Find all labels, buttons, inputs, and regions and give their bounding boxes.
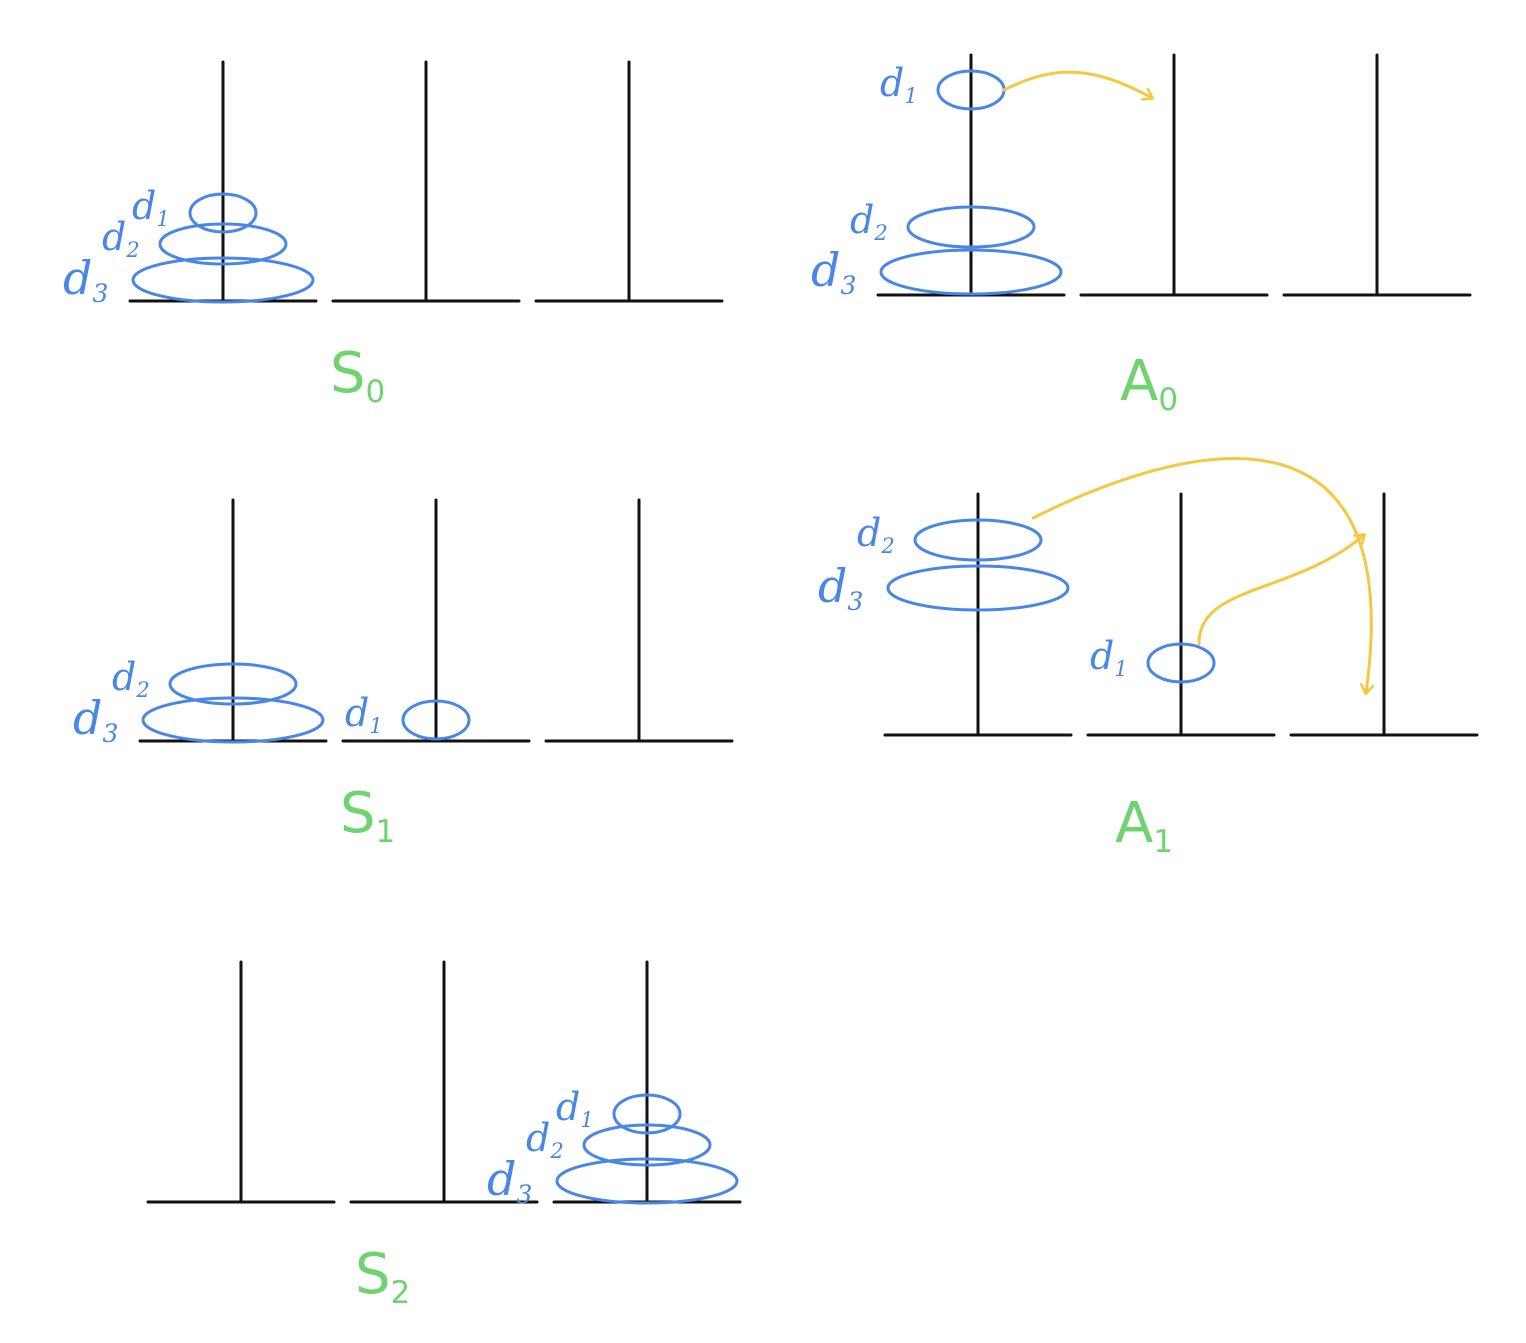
disk-label-d3: d3 <box>818 559 863 616</box>
move-arrow-d1 <box>1197 535 1364 646</box>
disk-d2 <box>906 205 1036 249</box>
disk-label-d1: d1 <box>556 1085 594 1132</box>
panel-label-a0: A0 <box>1120 349 1178 418</box>
disk-d1 <box>612 1093 682 1135</box>
disk-label-d2: d2 <box>102 215 140 262</box>
panel-label-a1: A1 <box>1115 791 1173 860</box>
disk-d1 <box>188 192 258 234</box>
disk-label-d2: d2 <box>850 198 888 245</box>
move-arrow-d2 <box>1031 457 1371 693</box>
disk-label-d2: d2 <box>857 511 895 558</box>
disk-label-d3: d3 <box>811 243 856 300</box>
disk-d1 <box>401 699 471 741</box>
disk-label-d1: d1 <box>1090 634 1128 681</box>
panel-label-s2: S2 <box>355 1242 410 1311</box>
disk-d2 <box>158 222 288 266</box>
disk-d2 <box>168 662 298 706</box>
disk-d3 <box>886 564 1070 612</box>
disk-label-d3: d3 <box>73 691 118 748</box>
disk-label-d3: d3 <box>63 251 108 308</box>
disk-d3 <box>141 696 325 744</box>
disk-label-d1: d1 <box>345 691 383 738</box>
panel-label-s0: S0 <box>330 341 385 410</box>
disk-label-d2: d2 <box>526 1116 564 1163</box>
disk-d2 <box>913 518 1043 562</box>
disk-label-d2: d2 <box>112 655 150 702</box>
disk-d3 <box>879 248 1063 296</box>
disk-d3 <box>555 1157 739 1205</box>
disk-d2 <box>582 1123 712 1167</box>
panel-label-s1: S1 <box>340 781 395 850</box>
move-arrow-d1 <box>1002 70 1152 98</box>
disk-label-d3: d3 <box>487 1152 532 1209</box>
disk-label-d1: d1 <box>132 184 170 231</box>
disk-d1 <box>1146 642 1216 684</box>
disk-d3 <box>131 256 315 304</box>
disk-label-d1: d1 <box>880 61 918 108</box>
